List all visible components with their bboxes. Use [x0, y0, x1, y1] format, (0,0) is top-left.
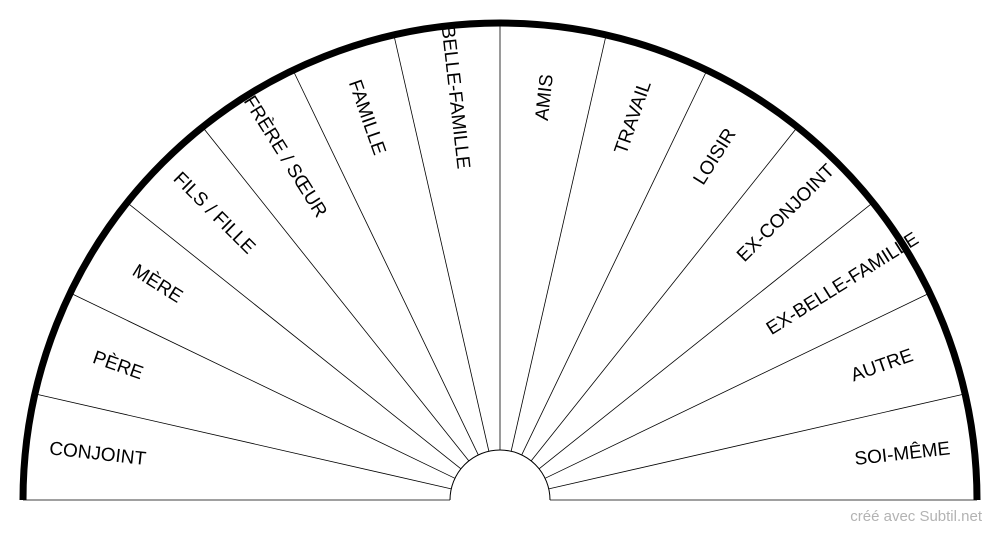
sector-label[interactable]: LOISIR: [690, 125, 741, 189]
credit-text: créé avec Subtil.net: [850, 508, 982, 525]
sector-divider: [34, 393, 452, 490]
sector-label[interactable]: SOI-MÊME: [853, 437, 951, 470]
inner-hub-arc: [449, 449, 551, 501]
sector-divider: [70, 292, 456, 479]
sector-label[interactable]: MÈRE: [129, 261, 187, 308]
sector-dividers: [23, 23, 977, 501]
sector-label[interactable]: CONJOINT: [48, 438, 147, 470]
sector-divider: [510, 34, 607, 452]
sector-divider: [393, 34, 490, 452]
outer-arc: [19, 19, 981, 501]
sector-label[interactable]: AMIS: [532, 73, 558, 122]
sector-divider: [292, 70, 479, 456]
sector-label[interactable]: AUTRE: [848, 345, 916, 386]
sector-divider: [530, 126, 798, 462]
sector-divider: [538, 202, 874, 470]
sector-label[interactable]: EX-CONJOINT: [733, 160, 839, 266]
sector-label[interactable]: FRÈRE / SŒUR: [239, 92, 331, 221]
sector-label[interactable]: BELLE-FAMILLE: [437, 25, 474, 170]
sector-divider: [544, 292, 930, 479]
sector-divider: [548, 393, 966, 490]
sector-label[interactable]: PÈRE: [90, 347, 146, 384]
sector-label[interactable]: EX-BELLE-FAMILLE: [763, 229, 923, 340]
sector-divider: [521, 70, 708, 456]
sector-label[interactable]: FAMILLE: [344, 77, 390, 158]
sector-label[interactable]: FILS / FILLE: [169, 168, 259, 258]
sector-divider: [202, 126, 470, 462]
sector-divider: [126, 202, 462, 470]
sector-label[interactable]: TRAVAIL: [611, 78, 656, 157]
